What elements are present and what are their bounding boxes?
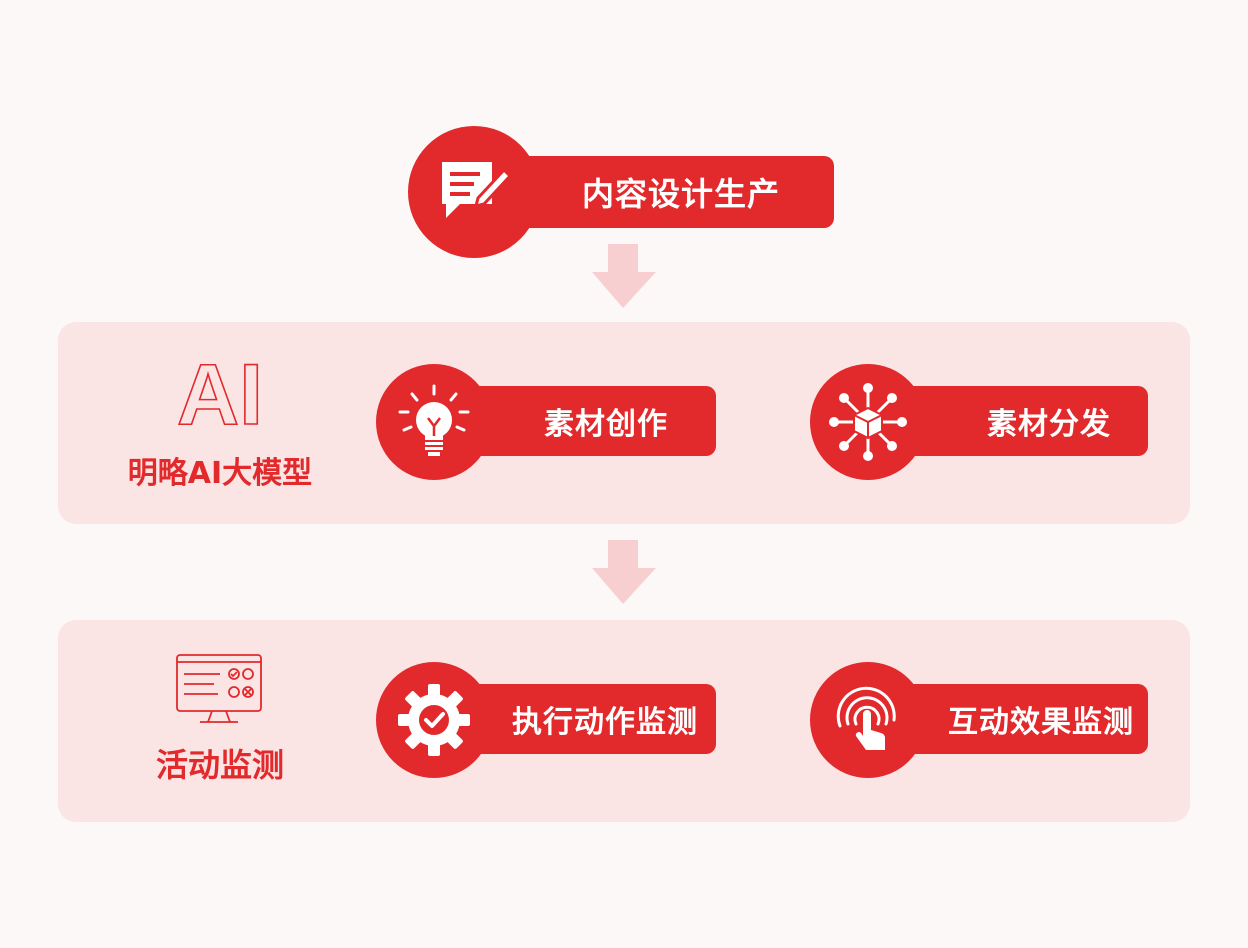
ai-logo: AI [168,346,272,444]
node-label: 执行动作监测 [512,705,698,740]
node-label-bar: 内容设计生产 [488,156,834,228]
node-label: 内容设计生产 [581,175,780,213]
network-cube-icon [810,364,926,480]
node-content-design: 内容设计生产 [408,126,834,258]
node-material-distribution: 素材分发 [810,364,1148,480]
node-label: 互动效果监测 [948,705,1134,740]
monitor-dashboard-icon [174,652,264,726]
lightbulb-icon [376,364,492,480]
monitor-panel-title: 活动监测 [155,746,284,784]
ai-panel-title: 明略AI大模型 [127,456,313,491]
touch-tap-icon [810,662,926,778]
node-label-bar: 素材创作 [446,386,716,456]
node-material-creation: 素材创作 [376,364,716,480]
node-label: 素材创作 [544,407,668,442]
node-execution-monitor: 执行动作监测 [376,662,716,778]
node-label: 素材分发 [987,407,1111,442]
node-interaction-monitor: 互动效果监测 [810,662,1148,778]
arrow-down-icon [592,244,656,308]
gear-check-icon [376,662,492,778]
chat-edit-icon [408,126,540,258]
ai-logo-text: AI [177,352,263,436]
arrow-down-icon [592,540,656,604]
